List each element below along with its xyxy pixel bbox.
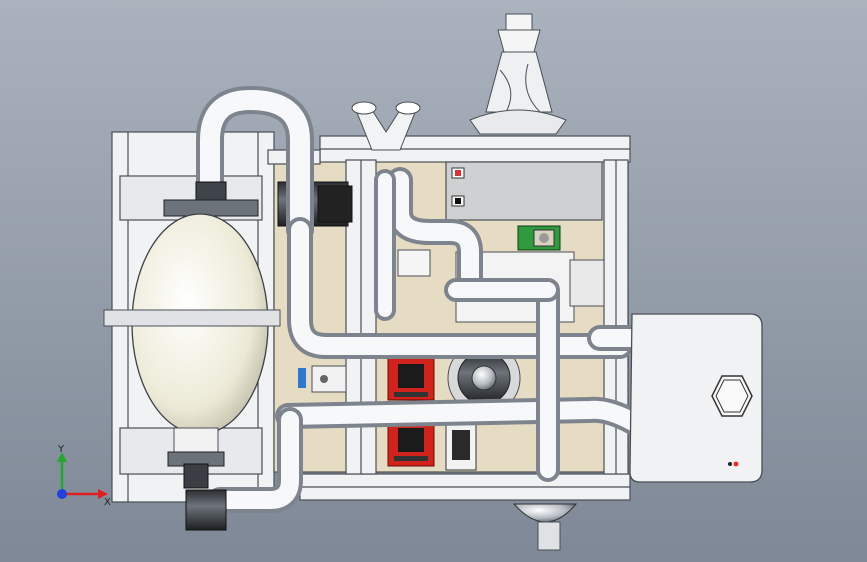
triad-y-label: Y xyxy=(57,444,65,455)
y-fitting-top xyxy=(351,101,421,151)
coordinate-triad: X Y xyxy=(57,444,111,508)
right-side-housing xyxy=(629,313,763,483)
red-driver-board-top xyxy=(387,355,435,401)
bottom-left-valve xyxy=(183,463,227,531)
small-connector xyxy=(298,365,347,393)
triad-x-label: X xyxy=(104,497,111,508)
hex-nut-icon xyxy=(711,375,753,417)
small-fitting xyxy=(397,249,431,277)
red-driver-board-bottom xyxy=(387,419,435,467)
indicator-led-icon xyxy=(733,461,739,467)
microcontroller-board xyxy=(445,423,477,471)
bulb-reservoir xyxy=(103,181,281,467)
bottom-dome-outlet xyxy=(512,503,578,551)
triad-z-axis xyxy=(57,489,67,499)
control-enclosure xyxy=(445,161,603,221)
green-sensor-board xyxy=(517,225,561,251)
top-nozzle xyxy=(469,13,567,135)
speaker-fan xyxy=(447,341,521,415)
